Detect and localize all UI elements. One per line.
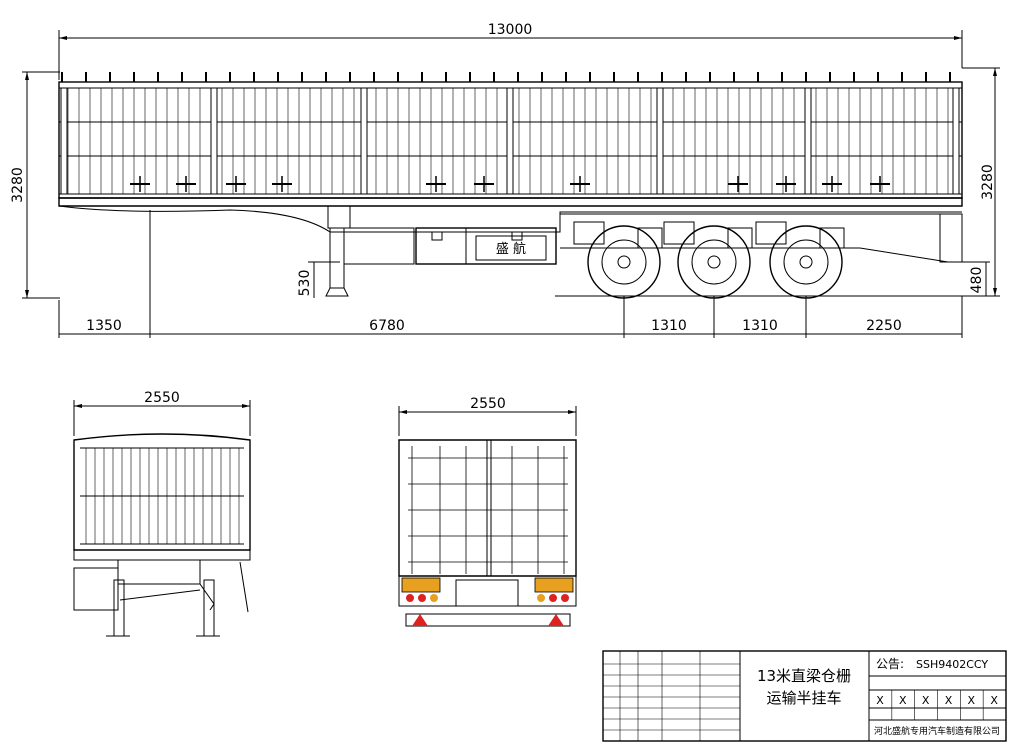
rear-width-label: 2550	[470, 396, 506, 412]
wheel	[587, 225, 661, 299]
side-post	[952, 87, 960, 195]
tail-lamp	[549, 594, 557, 602]
rear-width-dimension: 2550	[398, 396, 577, 436]
air-bag	[637, 227, 663, 249]
left-height-dimension: 3280	[10, 71, 60, 299]
front-leg-right	[203, 579, 215, 637]
rear-bumper	[939, 213, 963, 263]
right-height-label: 3280	[980, 164, 996, 200]
approval-mark: X	[876, 694, 884, 707]
gooseneck-beam	[58, 205, 962, 233]
title-block: 13米直梁仓栅 运输半挂车 公告: SSH9402CCY X X X X X X 河北盛航…	[602, 650, 1007, 742]
side-post	[506, 87, 514, 195]
notice-value: SSH9402CCY	[916, 658, 988, 671]
wheel-rim	[783, 239, 829, 285]
front-leg-left	[113, 579, 125, 637]
side-post	[360, 87, 368, 195]
front-kingpin-box	[73, 567, 119, 611]
tool-box	[415, 227, 557, 265]
segment-label: 2250	[866, 318, 902, 334]
tool-box-latch	[431, 231, 443, 241]
suspension-hanger	[663, 221, 695, 245]
landing-gear-dimension: 530	[297, 261, 340, 298]
front-wall	[73, 433, 251, 551]
drawing-title-line2: 运输半挂车	[766, 689, 841, 707]
side-post	[804, 87, 812, 195]
approval-mark: X	[922, 694, 930, 707]
landing-gear-label: 530	[297, 270, 313, 297]
approval-mark: X	[968, 694, 976, 707]
license-plate-holder	[455, 579, 519, 607]
front-cross-member	[117, 559, 201, 585]
side-view: 13000 3280 3280 480	[10, 22, 1000, 338]
rear-view: 2550	[398, 396, 577, 627]
tail-lamp	[406, 594, 414, 602]
company-name: 河北盛航专用汽车制造有限公司	[874, 725, 1000, 737]
rear-underride-bar	[405, 613, 571, 627]
notice-label: 公告:	[876, 657, 904, 671]
air-bag	[727, 227, 753, 249]
wheel	[769, 225, 843, 299]
side-slats	[67, 88, 949, 194]
air-bag	[819, 227, 845, 249]
wheel-rim	[601, 239, 647, 285]
brand-badge	[475, 235, 547, 261]
side-post	[210, 87, 218, 195]
side-post	[60, 87, 68, 195]
side-post	[656, 87, 664, 195]
approval-mark: X	[990, 694, 998, 707]
wheel-hub	[799, 255, 813, 269]
segment-label: 1310	[651, 318, 687, 334]
brand-badge-text: 盛 航	[496, 241, 526, 257]
segment-label: 6780	[369, 318, 405, 334]
wheel-rim	[691, 239, 737, 285]
left-tail-light	[401, 577, 441, 593]
chassis-rail	[58, 197, 963, 207]
kingpin-plate	[327, 205, 351, 229]
right-tail-light	[534, 577, 574, 593]
wheel-hub	[707, 255, 721, 269]
side-posts	[60, 87, 960, 195]
revision-grid	[603, 651, 740, 742]
front-width-label: 2550	[144, 390, 180, 406]
deck-height-dimension: 480	[962, 261, 990, 296]
front-hose	[239, 561, 249, 613]
landing-gear-foot	[325, 287, 349, 297]
wheel-hub	[617, 255, 631, 269]
landing-gear-brace	[343, 227, 415, 265]
tail-lamp	[561, 594, 569, 602]
suspension-hanger	[755, 221, 787, 245]
wheelbase-dimensions: 1350 6780 1310 1310 2250	[58, 296, 963, 338]
wheel-group	[573, 221, 845, 299]
tail-lamp	[537, 594, 545, 602]
tail-lamp	[418, 594, 426, 602]
front-brace	[118, 583, 215, 611]
segment-label: 1310	[742, 318, 778, 334]
front-slats	[85, 448, 240, 544]
tail-lamp	[430, 594, 438, 602]
approval-mark: X	[899, 694, 907, 707]
front-view: 2550	[73, 390, 251, 637]
segment-label: 1350	[86, 318, 122, 334]
landing-gear-leg	[329, 227, 345, 289]
overall-length-label: 13000	[488, 22, 533, 38]
approval-mark: X	[945, 694, 953, 707]
right-height-dimension: 3280	[962, 67, 1000, 297]
front-width-dimension: 2550	[73, 390, 251, 436]
front-sill	[73, 549, 251, 561]
reflector-left	[412, 614, 428, 626]
left-height-label: 3280	[10, 167, 26, 203]
rear-door-bars	[408, 446, 568, 574]
suspension-hanger	[573, 221, 605, 245]
overall-length-dimension: 13000	[58, 22, 963, 80]
deck-height-label: 480	[969, 267, 985, 294]
stake-tops	[61, 72, 951, 82]
wheel	[677, 225, 751, 299]
side-locks	[130, 176, 890, 192]
reflector-right	[548, 614, 564, 626]
drawing-title-line1: 13米直梁仓栅	[757, 667, 851, 685]
